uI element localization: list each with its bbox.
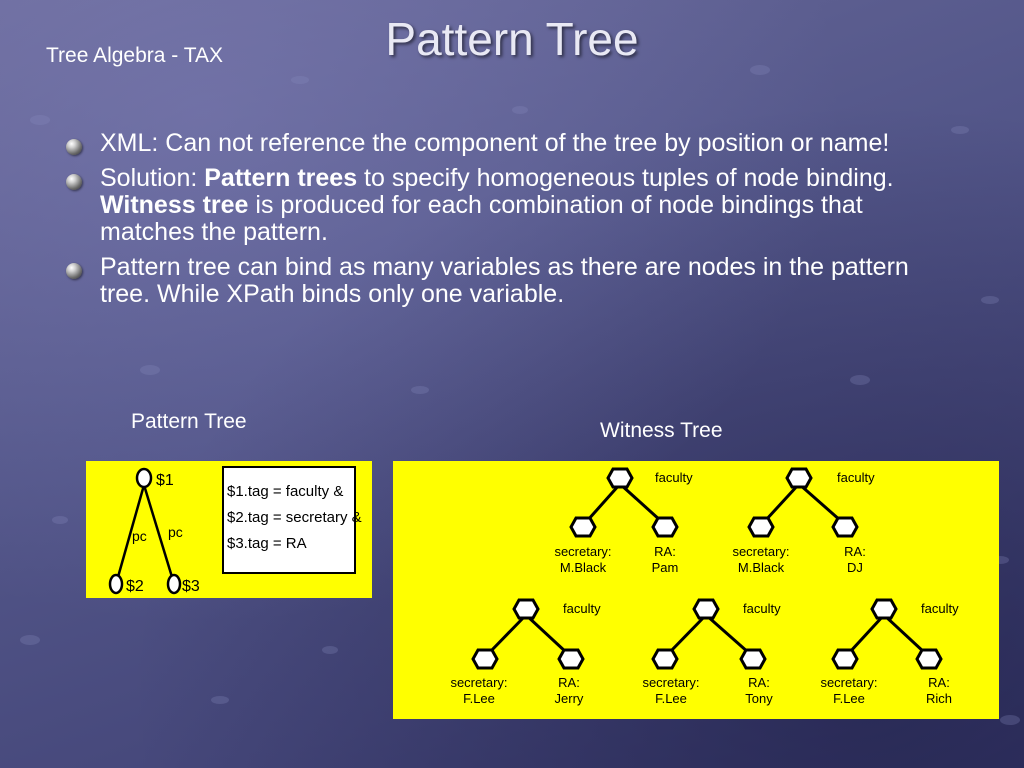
witness-node-left — [747, 516, 775, 538]
slide-title: Pattern Tree — [385, 13, 639, 65]
pattern-edge-left-label: pc — [132, 528, 147, 544]
witness-tree-4: faculty secretary:F.Lee RA:Tony — [642, 598, 781, 706]
bullet-item: XML: Can not reference the component of … — [64, 130, 944, 157]
witness-edge-right — [618, 482, 663, 523]
bullet-text-prefix: Solution: — [100, 164, 205, 192]
witness-node-right — [739, 648, 767, 670]
witness-node-left — [831, 648, 859, 670]
witness-edge-right — [882, 613, 927, 655]
witness-node-right — [557, 648, 585, 670]
pattern-node-right — [166, 573, 182, 595]
witness-tree-1: faculty secretary:M.Black RA:Pam — [554, 467, 693, 575]
witness-edge-right — [705, 613, 750, 655]
edge-left — [116, 484, 146, 578]
witness-left-label: secretary: — [554, 544, 611, 559]
header-subtitle: Tree Algebra - TAX — [46, 44, 224, 67]
pattern-tree-caption: Pattern Tree — [131, 410, 247, 433]
witness-right-value: Rich — [926, 691, 952, 706]
bullet-item: Solution: Pattern trees to specify homog… — [64, 165, 944, 246]
witness-tree-5: faculty secretary:F.Lee RA:Rich — [820, 598, 959, 706]
bullet-bold-witness-tree: Witness tree — [100, 191, 249, 219]
witness-root-label: faculty — [837, 470, 875, 485]
pattern-node-root — [135, 467, 153, 489]
witness-tree-diagram: facultysecretary:M.BlackRA:Pamfacultysec… — [450, 467, 959, 706]
witness-right-label: RA: — [748, 675, 770, 690]
witness-left-value: M.Black — [738, 560, 785, 575]
bullet-text: XML: Can not reference the component of … — [100, 129, 890, 157]
bullet-text: Pattern tree can bind as many variables … — [100, 253, 909, 308]
witness-root-label: faculty — [921, 601, 959, 616]
witness-left-label: secretary: — [820, 675, 877, 690]
witness-right-value: Tony — [745, 691, 773, 706]
witness-node-left — [651, 648, 679, 670]
witness-left-value: F.Lee — [463, 691, 495, 706]
witness-edge-left — [487, 613, 528, 655]
pattern-edge-right-label: pc — [168, 524, 183, 540]
bullet-text-middle: to specify homogeneous tuples of node bi… — [357, 164, 894, 192]
witness-tree-2: faculty secretary:M.Black RA:DJ — [732, 467, 875, 575]
witness-left-label: secretary: — [642, 675, 699, 690]
witness-tree-caption: Witness Tree — [600, 419, 723, 442]
condition-line-1: $1.tag = faculty & — [227, 483, 343, 500]
condition-line-3: $3.tag = RA — [227, 535, 307, 552]
witness-edge-left — [585, 483, 622, 522]
witness-left-value: F.Lee — [655, 691, 687, 706]
witness-tree-3: faculty secretary:F.Lee RA:Jerry — [450, 598, 601, 706]
witness-left-value: F.Lee — [833, 691, 865, 706]
witness-edge-left — [763, 482, 801, 523]
pattern-right-label: $3 — [182, 578, 200, 595]
witness-node-right — [651, 516, 679, 538]
witness-right-value: Pam — [652, 560, 679, 575]
witness-node-right — [831, 516, 859, 538]
witness-left-label: secretary: — [732, 544, 789, 559]
pattern-left-label: $2 — [126, 578, 144, 595]
witness-node-root — [512, 598, 540, 620]
bullet-item: Pattern tree can bind as many variables … — [64, 254, 944, 308]
condition-line-2: $2.tag = secretary & — [227, 509, 362, 526]
witness-edge-left — [847, 613, 886, 655]
witness-edge-right — [798, 482, 842, 523]
witness-right-label: RA: — [844, 544, 866, 559]
witness-root-label: faculty — [655, 470, 693, 485]
pattern-tree-figure: $1 $2 $3 pc pc $1.tag = faculty & $2.tag… — [86, 461, 372, 598]
witness-right-label: RA: — [654, 544, 676, 559]
witness-node-root — [785, 467, 813, 489]
witness-right-value: Jerry — [555, 691, 584, 706]
witness-edge-right — [524, 613, 569, 655]
witness-node-root — [870, 598, 898, 620]
witness-node-root — [692, 598, 720, 620]
edge-right — [142, 484, 174, 578]
witness-root-label: faculty — [743, 601, 781, 616]
pattern-tree-diagram: $1 $2 $3 pc pc $1.tag = faculty & $2.tag… — [108, 466, 362, 595]
witness-node-left — [471, 648, 499, 670]
witness-left-value: M.Black — [560, 560, 607, 575]
bullet-bold-pattern-trees: Pattern trees — [204, 164, 358, 192]
witness-edge-left — [667, 613, 708, 655]
pattern-node-left — [108, 573, 124, 595]
witness-root-label: faculty — [563, 601, 601, 616]
pattern-root-label: $1 — [156, 472, 174, 489]
witness-node-right — [915, 648, 943, 670]
witness-right-label: RA: — [928, 675, 950, 690]
witness-right-value: DJ — [847, 560, 863, 575]
witness-left-label: secretary: — [450, 675, 507, 690]
bullet-icon — [66, 263, 82, 279]
bullet-icon — [66, 174, 82, 190]
bullet-icon — [66, 139, 82, 155]
witness-node-left — [569, 516, 597, 538]
bullet-text-suffix: is produced for each combination of node… — [100, 191, 863, 246]
condition-box — [222, 466, 356, 574]
witness-node-root — [606, 467, 634, 489]
bullet-list: XML: Can not reference the component of … — [64, 130, 944, 316]
witness-right-label: RA: — [558, 675, 580, 690]
